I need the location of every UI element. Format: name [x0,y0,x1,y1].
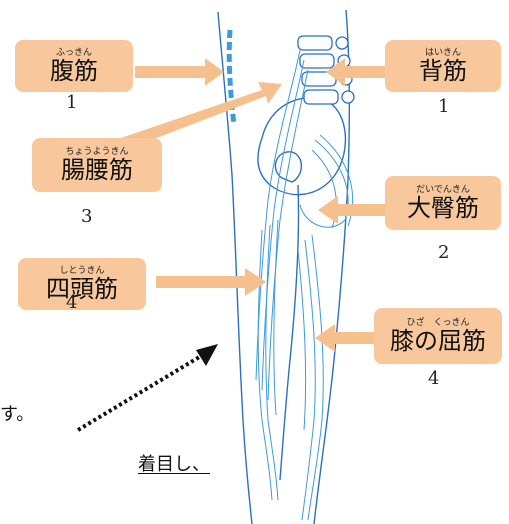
name-daidenkin: 大臀筋 [407,195,479,221]
back-outline [218,12,252,524]
label-daidenkin: だいでんきん 大臀筋 [385,176,501,230]
arrow-daidenkin [318,196,392,224]
vertebra-process [336,37,348,49]
caption-line-1: す。 [0,400,34,426]
vertebra [300,54,334,68]
number-shitoukin: 4 [66,292,77,313]
caption-line-2: 着目し、 [0,450,210,476]
label-shitoukin: しとうきん 四頭筋 [18,258,146,310]
name-choyokin: 腸腰筋 [61,157,133,183]
abdominal-muscle [229,30,234,125]
dotted-pointer-arrow [78,344,218,430]
vertebra [298,36,332,50]
vertebra [304,90,338,104]
psoas-muscle [262,60,304,390]
label-choyokin: ちょうようきん 腸腰筋 [32,138,162,192]
arrow-shitoukin [156,268,266,296]
label-fukkin: ふっきん 腹筋 [15,40,133,92]
arrow-fukkin [135,58,224,86]
vertebra-process [342,91,354,103]
hamstring-muscle [302,240,315,520]
name-hizakukkin: 膝の屈筋 [390,328,486,354]
name-fukkin: 腹筋 [50,58,98,84]
label-hizakukkin: ひざ くっきん 膝の屈筋 [374,308,502,364]
name-shitoukin: 四頭筋 [46,276,118,302]
name-haikin: 背筋 [419,58,467,84]
number-fukkin: 1 [66,92,77,113]
arrow-hizakukkin [315,324,380,352]
thigh-inner [280,185,299,480]
number-daidenkin: 2 [438,242,449,263]
hamstring-muscle [298,250,306,430]
number-choyokin: 3 [81,206,92,227]
quadriceps-muscle [258,230,272,500]
number-haikin: 1 [438,96,449,117]
number-hizakukkin: 4 [428,368,439,389]
label-haikin: はいきん 背筋 [385,40,501,92]
